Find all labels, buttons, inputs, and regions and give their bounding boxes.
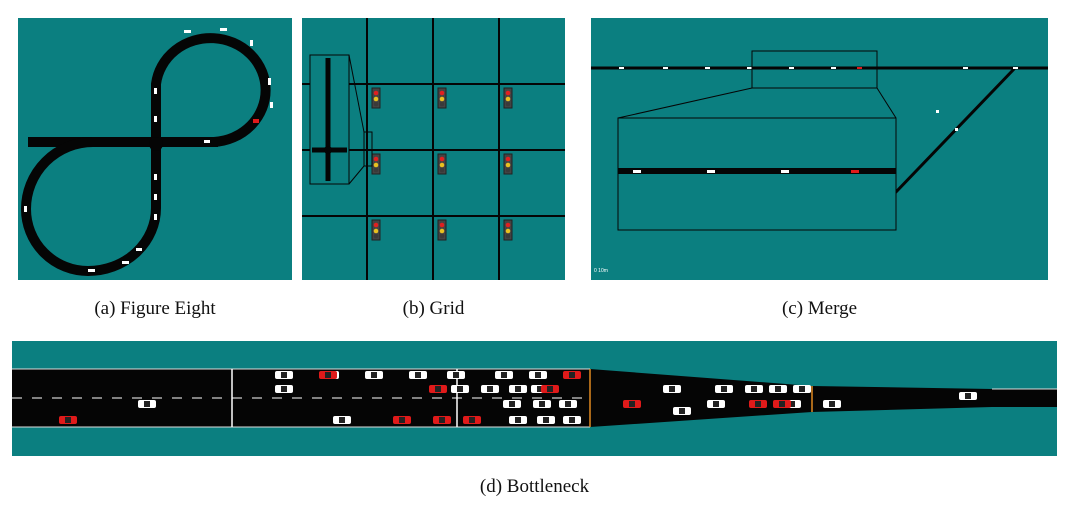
vehicle-icon [275,385,293,393]
traffic-light-icon [503,219,513,241]
merge-scene: 0 10m [591,50,1048,274]
vehicle [268,78,271,85]
figure-eight-scene [20,28,273,277]
vehicle-icon [623,400,641,408]
vehicle [88,269,95,272]
bottleneck-panel [12,341,1057,456]
traffic-light-icon [503,153,513,175]
vehicle-icon [409,371,427,379]
vehicle-icon [503,400,521,408]
autonomous-vehicle [253,119,259,123]
vehicle-icon [749,400,767,408]
traffic-light-icon [371,153,381,175]
caption-bottleneck: (d) Bottleneck [479,476,590,497]
traffic-light-icon [437,153,447,175]
vehicle-icon [59,416,77,424]
vehicle [204,140,210,143]
traffic-lights [371,87,513,241]
vehicle [24,206,27,212]
vehicle-icon [393,416,411,424]
vehicle-icon [663,385,681,393]
vehicle-icon [529,371,547,379]
vehicle-icon [793,385,811,393]
vehicle-icon [319,371,337,379]
traffic-light-icon [437,87,447,109]
vehicle [154,194,157,200]
zoom-box-small [363,131,373,167]
vehicle-icon [429,385,447,393]
vehicle-icon [433,416,451,424]
caption-figure-eight: (a) Figure Eight [94,298,216,319]
vehicle [154,116,157,122]
vehicle [154,214,157,220]
vehicle-icon [509,385,527,393]
vehicle-icon [541,385,559,393]
vehicle-icon [559,400,577,408]
bottleneck-scene [12,368,1057,428]
bottleneck-vehicles [59,371,977,424]
traffic-light-icon [503,87,513,109]
grid-scene [302,18,565,280]
figure-eight-vehicles [24,28,273,272]
vehicle-icon [715,385,733,393]
zoom-box-small [751,50,878,89]
vehicle [154,174,157,180]
vehicle [270,102,273,108]
figure-eight-road-lower [20,137,218,277]
vehicle-icon [447,371,465,379]
vehicle-icon [563,371,581,379]
grid-panel [302,18,565,280]
vehicle-icon [333,416,351,424]
vehicle-icon [509,416,527,424]
traffic-light-icon [437,219,447,241]
figure-eight-panel [18,18,292,280]
figure-eight-road [28,33,271,147]
traffic-light-icon [371,219,381,241]
vehicle-icon [707,400,725,408]
vehicle-icon [365,371,383,379]
vehicle-icon [495,371,513,379]
merge-panel: 0 10m [591,18,1048,280]
caption-merge: (c) Merge [781,298,858,319]
vehicle-icon [773,400,791,408]
merge-vehicles-top [619,67,1018,131]
vehicle [154,88,157,94]
inset-vehicles [633,170,789,173]
scale-label: 0 10m [594,268,608,274]
vehicle-icon [959,392,977,400]
vehicle [184,30,191,33]
vehicle-icon [673,407,691,415]
vehicle-icon [533,400,551,408]
vehicle [250,40,253,46]
vehicle-icon [451,385,469,393]
caption-grid: (b) Grid [402,298,465,319]
vehicle-icon [537,416,555,424]
vehicle-icon [481,385,499,393]
vehicle-icon [823,400,841,408]
vehicle-icon [563,416,581,424]
vehicle-icon [275,371,293,379]
vehicle-icon [769,385,787,393]
traffic-light-icon [371,87,381,109]
vehicle-icon [745,385,763,393]
vehicle-icon [463,416,481,424]
intersection [149,137,163,151]
vehicle [136,248,142,251]
vehicle-icon [138,400,156,408]
vehicle [122,261,129,264]
vehicle [220,28,227,31]
